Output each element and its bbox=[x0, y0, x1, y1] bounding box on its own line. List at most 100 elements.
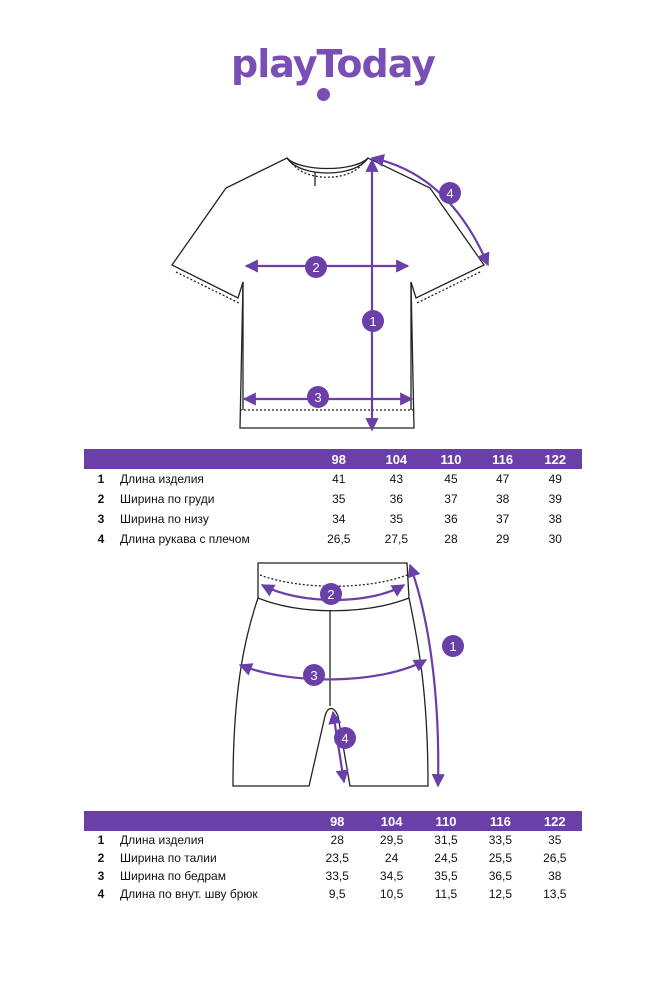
measurement-name: Длина изделия bbox=[120, 833, 204, 847]
measurement-value: 35 bbox=[548, 833, 562, 847]
size-header: 104 bbox=[367, 449, 426, 469]
header-blank bbox=[118, 811, 310, 831]
row-number: 2 bbox=[97, 492, 105, 506]
size-header: 98 bbox=[310, 449, 368, 469]
measurement-value: 11,5 bbox=[434, 887, 458, 901]
svg-text:2: 2 bbox=[327, 587, 334, 602]
row-number: 4 bbox=[97, 887, 105, 901]
logo-dot bbox=[317, 88, 330, 101]
measurement-name: Ширина по груди bbox=[120, 492, 215, 506]
row-number: 2 bbox=[97, 851, 105, 865]
measurement-value: 24 bbox=[384, 851, 399, 865]
table-row: 2 Ширина по груди 35 36 37 38 39 bbox=[84, 489, 582, 509]
measurement-value: 33,5 bbox=[325, 869, 349, 883]
size-header: 110 bbox=[425, 449, 477, 469]
measurement-value: 13,5 bbox=[543, 887, 567, 901]
shorts-marker-3: 3 bbox=[303, 664, 325, 686]
svg-text:1: 1 bbox=[369, 314, 376, 329]
measurement-value: 25,5 bbox=[488, 851, 513, 865]
measurement-value: 38 bbox=[495, 492, 510, 506]
tshirt-marker-1: 1 bbox=[362, 310, 384, 332]
measurement-name: Длина изделия bbox=[120, 472, 204, 486]
size-header: 122 bbox=[527, 811, 582, 831]
table-row: 1 Длина изделия 41 43 45 47 49 bbox=[84, 469, 582, 489]
measurement-name: Ширина по талии bbox=[120, 851, 217, 865]
shorts-marker-1: 1 bbox=[442, 635, 464, 657]
measurement-value: 35 bbox=[389, 512, 403, 526]
tshirt-marker-2: 2 bbox=[305, 256, 327, 278]
svg-text:1: 1 bbox=[449, 639, 456, 654]
measurement-value: 28 bbox=[330, 833, 344, 847]
measurement-value: 36,5 bbox=[488, 869, 513, 883]
measurement-value: 23,5 bbox=[325, 851, 349, 865]
measurement-value: 24,5 bbox=[434, 851, 458, 865]
row-number: 3 bbox=[97, 869, 105, 883]
shorts-marker-2: 2 bbox=[320, 583, 342, 605]
measurement-value: 29,5 bbox=[379, 833, 404, 847]
measurement-value: 9,5 bbox=[328, 887, 346, 901]
measurement-value: 37 bbox=[495, 512, 510, 526]
table-row: 4 Длина по внут. шву брюк 9,5 10,5 11,5 … bbox=[84, 885, 582, 903]
measurement-value: 34,5 bbox=[379, 869, 404, 883]
tshirt-drawing bbox=[171, 157, 485, 429]
shorts-marker-4: 4 bbox=[334, 727, 356, 749]
measurement-value: 33,5 bbox=[488, 833, 513, 847]
measurement-value: 27,5 bbox=[384, 532, 408, 546]
measurement-value: 29 bbox=[495, 532, 510, 546]
header-blank bbox=[84, 449, 118, 469]
measurement-value: 36 bbox=[444, 512, 458, 526]
table-row: 3 Ширина по бедрам 33,5 34,5 35,5 36,5 3… bbox=[84, 867, 582, 885]
measurement-value: 37 bbox=[444, 492, 458, 506]
size-header: 122 bbox=[528, 449, 582, 469]
measurement-name: Длина рукава с плечом bbox=[120, 532, 250, 546]
measurement-value: 35 bbox=[332, 492, 346, 506]
measurement-name: Ширина по низу bbox=[120, 512, 209, 526]
svg-text:4: 4 bbox=[341, 731, 348, 746]
table-row: 2 Ширина по талии 23,5 24 24,5 25,5 26,5 bbox=[84, 849, 582, 867]
table-row: 1 Длина изделия 28 29,5 31,5 33,5 35 bbox=[84, 831, 582, 849]
table-row: 3 Ширина по низу 34 35 36 37 38 bbox=[84, 509, 582, 529]
header-blank bbox=[84, 811, 118, 831]
measurement-value: 36 bbox=[389, 492, 403, 506]
table-header-row: 98 104 110 116 122 bbox=[84, 811, 582, 831]
svg-text:3: 3 bbox=[310, 668, 317, 683]
measurement-value: 41 bbox=[332, 472, 346, 486]
table-row: 4 Длина рукава с плечом 26,5 27,5 28 29 … bbox=[84, 529, 582, 549]
row-number: 3 bbox=[97, 512, 105, 526]
measurement-value: 28 bbox=[444, 532, 458, 546]
measurement-value: 38 bbox=[548, 512, 562, 526]
row-number: 1 bbox=[97, 833, 105, 847]
size-header: 116 bbox=[476, 449, 529, 469]
measurement-name: Ширина по бедрам bbox=[120, 869, 226, 883]
row-number: 1 bbox=[97, 472, 105, 486]
measurement-value: 47 bbox=[495, 472, 510, 486]
size-header: 98 bbox=[310, 811, 365, 831]
size-header: 104 bbox=[364, 811, 419, 831]
measurement-value: 26,5 bbox=[327, 532, 351, 546]
svg-text:2: 2 bbox=[312, 260, 319, 275]
measurement-value: 38 bbox=[548, 869, 562, 883]
shorts-size-table: 98 104 110 116 122 1 Длина изделия 28 29… bbox=[84, 811, 582, 903]
size-header: 116 bbox=[473, 811, 528, 831]
measurement-value: 34 bbox=[332, 512, 346, 526]
tshirt-marker-3: 3 bbox=[307, 386, 329, 408]
measurement-value: 26,5 bbox=[543, 851, 567, 865]
measurement-value: 12,5 bbox=[488, 887, 513, 901]
size-header: 110 bbox=[418, 811, 474, 831]
measurement-value: 39 bbox=[548, 492, 562, 506]
measurement-value: 30 bbox=[548, 532, 562, 546]
measurement-value: 35,5 bbox=[434, 869, 458, 883]
tshirt-size-table: 98 104 110 116 122 1 Длина изделия 41 43… bbox=[84, 449, 582, 549]
tshirt-marker-4: 4 bbox=[439, 182, 461, 204]
measurement-value: 31,5 bbox=[434, 833, 458, 847]
measurement-name: Длина по внут. шву брюк bbox=[120, 887, 258, 901]
measurement-value: 43 bbox=[389, 472, 403, 486]
measurement-value: 49 bbox=[548, 472, 562, 486]
svg-text:4: 4 bbox=[446, 186, 453, 201]
measurement-value: 45 bbox=[444, 472, 458, 486]
svg-text:3: 3 bbox=[314, 390, 321, 405]
brand-logo: playToday bbox=[231, 42, 436, 86]
table-header-row: 98 104 110 116 122 bbox=[84, 449, 582, 469]
header-blank bbox=[118, 449, 310, 469]
